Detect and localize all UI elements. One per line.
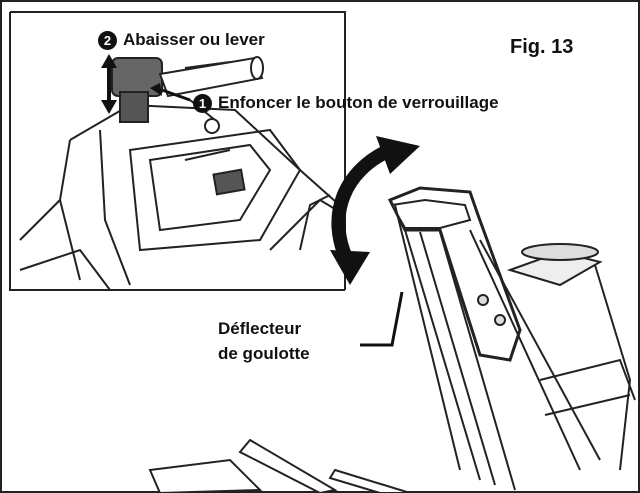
step-1-text: Enfoncer le bouton de verrouillage <box>218 93 499 112</box>
step-2-text: Abaisser ou lever <box>123 30 265 49</box>
step-2-caption: 2 Abaisser ou lever <box>98 30 265 50</box>
deflector-callout-line1: Déflecteur <box>218 319 302 338</box>
lock-button-pointer <box>161 88 191 102</box>
vertical-double-arrow-icon <box>101 54 117 114</box>
deflector-leader-line <box>360 291 404 347</box>
control-panel-drawing <box>19 103 346 291</box>
deflector-callout-line2: de goulotte <box>218 344 310 363</box>
figure-label: Fig. 13 <box>510 36 574 58</box>
curved-double-arrow-icon <box>330 136 420 285</box>
handlebar-drawing <box>148 438 411 493</box>
step-1-badge: 1 <box>193 93 212 113</box>
chute-deflector-drawing <box>387 186 636 491</box>
lock-button-pointer-head <box>150 83 162 96</box>
inset-box-border <box>9 12 345 291</box>
deflector-callout: Déflecteur de goulotte <box>218 316 310 366</box>
step-1-caption: 1 Enfoncer le bouton de verrouillage <box>193 93 499 113</box>
inset-box <box>10 11 346 290</box>
step-2-badge: 2 <box>98 30 117 50</box>
lever-handle <box>111 56 264 134</box>
